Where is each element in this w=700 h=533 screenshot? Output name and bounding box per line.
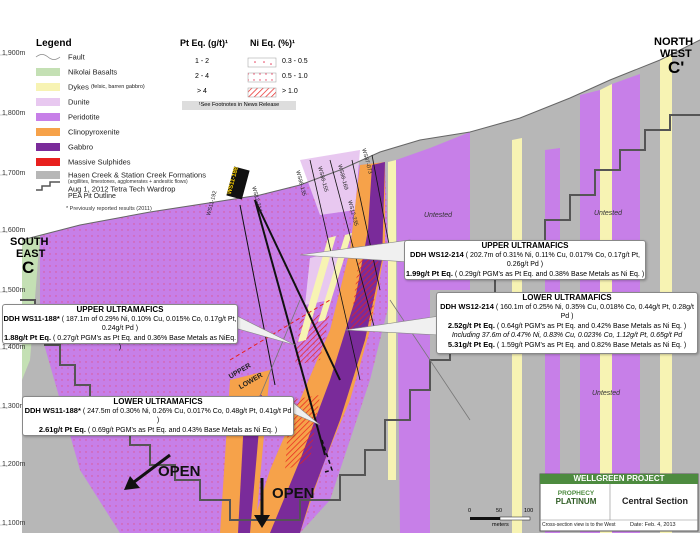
company-logo: PROPHECY PLATINUM [555,490,597,506]
legend-item-pit-outline-sub: PEA Pit Outline [68,193,116,200]
callout-lower-ultramafics-ws11-188: LOWER ULTRAMAFICS DDH WS11-188* ( 247.5m… [22,396,294,436]
untested-label: Untested [424,212,453,219]
section-letter-left: C [22,258,35,277]
legend-item-clinopyroxenite: Clinopyroxenite [36,127,120,137]
elevation-label: 1,200m [2,461,26,468]
legend-note: * Previously reported results (2011) [66,206,152,212]
open-label: OPEN [272,485,315,502]
legend-item-dunite: Dunite [36,97,90,107]
legend-item-massive-sulphides: Massive Sulphides [36,157,131,167]
section-direction-left-sub: EAST [16,248,46,260]
untested-label: Untested [594,210,623,217]
ni-grade-range: 0.5 - 1.0 [282,73,308,80]
section-direction-left: SOUTH [10,236,49,248]
date-label: Date: Feb. 4, 2013 [630,522,676,528]
ni-grade-range: 0.3 - 0.5 [282,58,308,65]
elevation-label: 1,400m [2,344,26,351]
pt-eq-header: Pt Eq. (g/t)¹ [180,38,228,48]
callout-upper-ultramafics-ws12-214: UPPER ULTRAMAFICS DDH WS12-214 ( 202.7m … [404,240,646,280]
elevation-label: 1,100m [2,520,26,527]
ni-grade-range: > 1.0 [282,88,298,95]
elevation-label: 1,600m [2,227,26,234]
pt-grade-range: > 4 [197,88,207,95]
section-letter-right: C' [668,58,685,77]
legend-item-pit-outline: Aug 1, 2012 Tetra Tech Wardrop [68,184,176,194]
legend-title: Legend [36,38,72,49]
scale-end: 100 [524,508,534,514]
legend-item-hasen-creek-sub: (argillites, limestones, agglomerates + … [68,179,188,185]
legend-item-gabbro: Gabbro [36,142,93,152]
callout-lower-ultramafics-ws12-214: LOWER ULTRAMAFICS DDH WS12-214 ( 160.1m … [436,292,698,354]
legend-item-nikolai-basalts: Nikolai Basalts [36,67,117,77]
section-direction-right-sub: WEST [660,48,692,60]
legend-item-peridotite: Peridotite [36,112,100,122]
legend-item-fault: Fault [68,52,85,62]
legend-item-dykes: Dykes (felsic, barren gabbro) [36,82,145,92]
pt-grade-range: 2 - 4 [195,73,210,80]
pt-grade-range: 1 - 2 [195,58,210,65]
elevation-label: 1,700m [2,170,26,177]
open-label: OPEN [158,463,201,480]
ni-eq-header: Ni Eq. (%)¹ [250,38,295,48]
section-name: Central Section [621,496,688,506]
project-title: WELLGREEN PROJECT [573,474,665,483]
section-direction-right: NORTH [654,36,694,48]
view-note: Cross-section view is to the West [542,522,616,528]
elevation-label: 1,800m [2,110,26,117]
legend-item-hasen-creek: Hasen Creek & Station Creek Formations [36,170,206,180]
scale-unit: meters [492,522,509,528]
grade-footnote: ¹See Footnotes in News Release [182,101,296,110]
elevation-label: 1,500m [2,287,26,294]
scale-mid: 50 [496,508,503,514]
scale-start: 0 [468,508,472,514]
untested-label: Untested [592,390,621,397]
elevation-label: 1,300m [2,403,26,410]
elevation-label: 1,900m [2,50,26,57]
callout-upper-ultramafics-ws11-188: UPPER ULTRAMAFICS DDH WS11-188* ( 187.1m… [2,304,238,351]
